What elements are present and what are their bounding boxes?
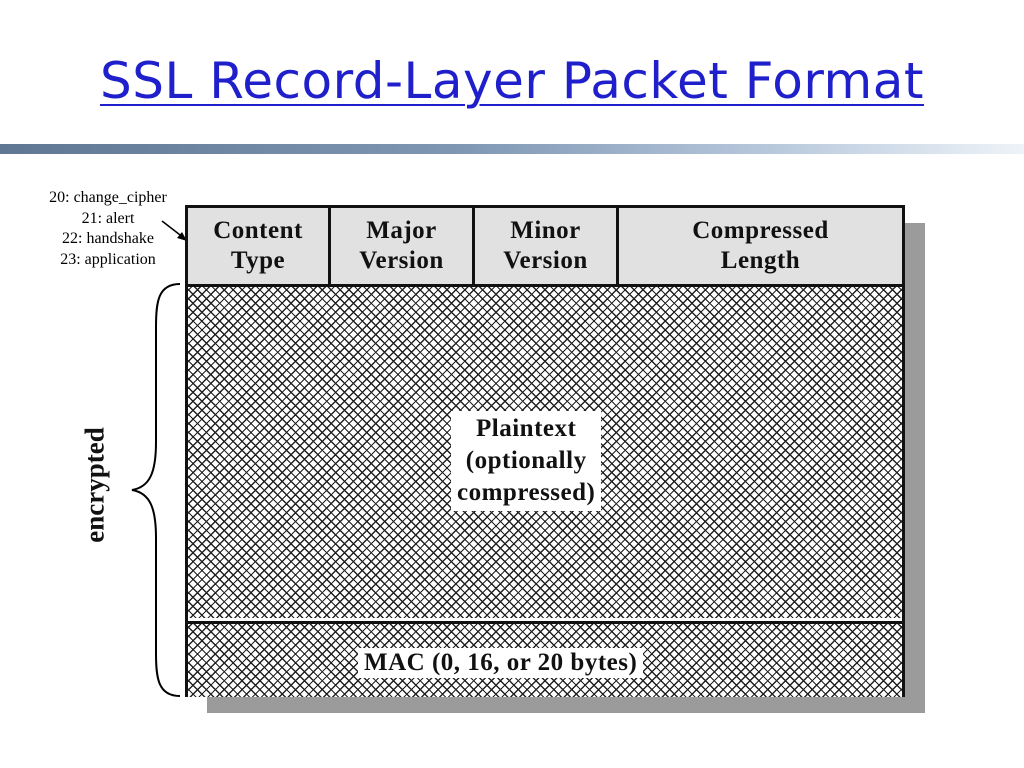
content-type-code: 23: application [60, 250, 156, 268]
content-type-field: Content Type [188, 208, 331, 284]
encrypted-brace [131, 283, 181, 697]
slide-title: SSL Record-Layer Packet Format [100, 52, 924, 110]
minor-version-field: Minor Version [475, 208, 619, 284]
mac-region: MAC (0, 16, or 20 bytes) [188, 621, 902, 697]
compressed-length-field: Compressed Length [692, 217, 829, 274]
plaintext-region: Plaintext (optionally compressed) [188, 287, 902, 618]
content-type-code: 21: alert [81, 209, 135, 227]
content-type-pointer-arrow [161, 220, 187, 241]
record-header-row: Content Type Major Version Minor Version… [188, 208, 902, 287]
plaintext-label: Plaintext (optionally compressed) [451, 411, 602, 511]
mac-label: MAC (0, 16, or 20 bytes) [358, 648, 644, 678]
content-type-code: 22: handshake [62, 230, 154, 247]
title-divider [0, 144, 1024, 154]
content-type-codes: 20: change_cipher 21: alert 22: handshak… [28, 188, 188, 270]
packet-diagram: Content Type Major Version Minor Version… [185, 205, 905, 697]
encrypted-label: encrypted [79, 427, 110, 543]
content-type-code: 20: change_cipher [49, 189, 167, 206]
major-version-field: Major Version [331, 208, 475, 284]
